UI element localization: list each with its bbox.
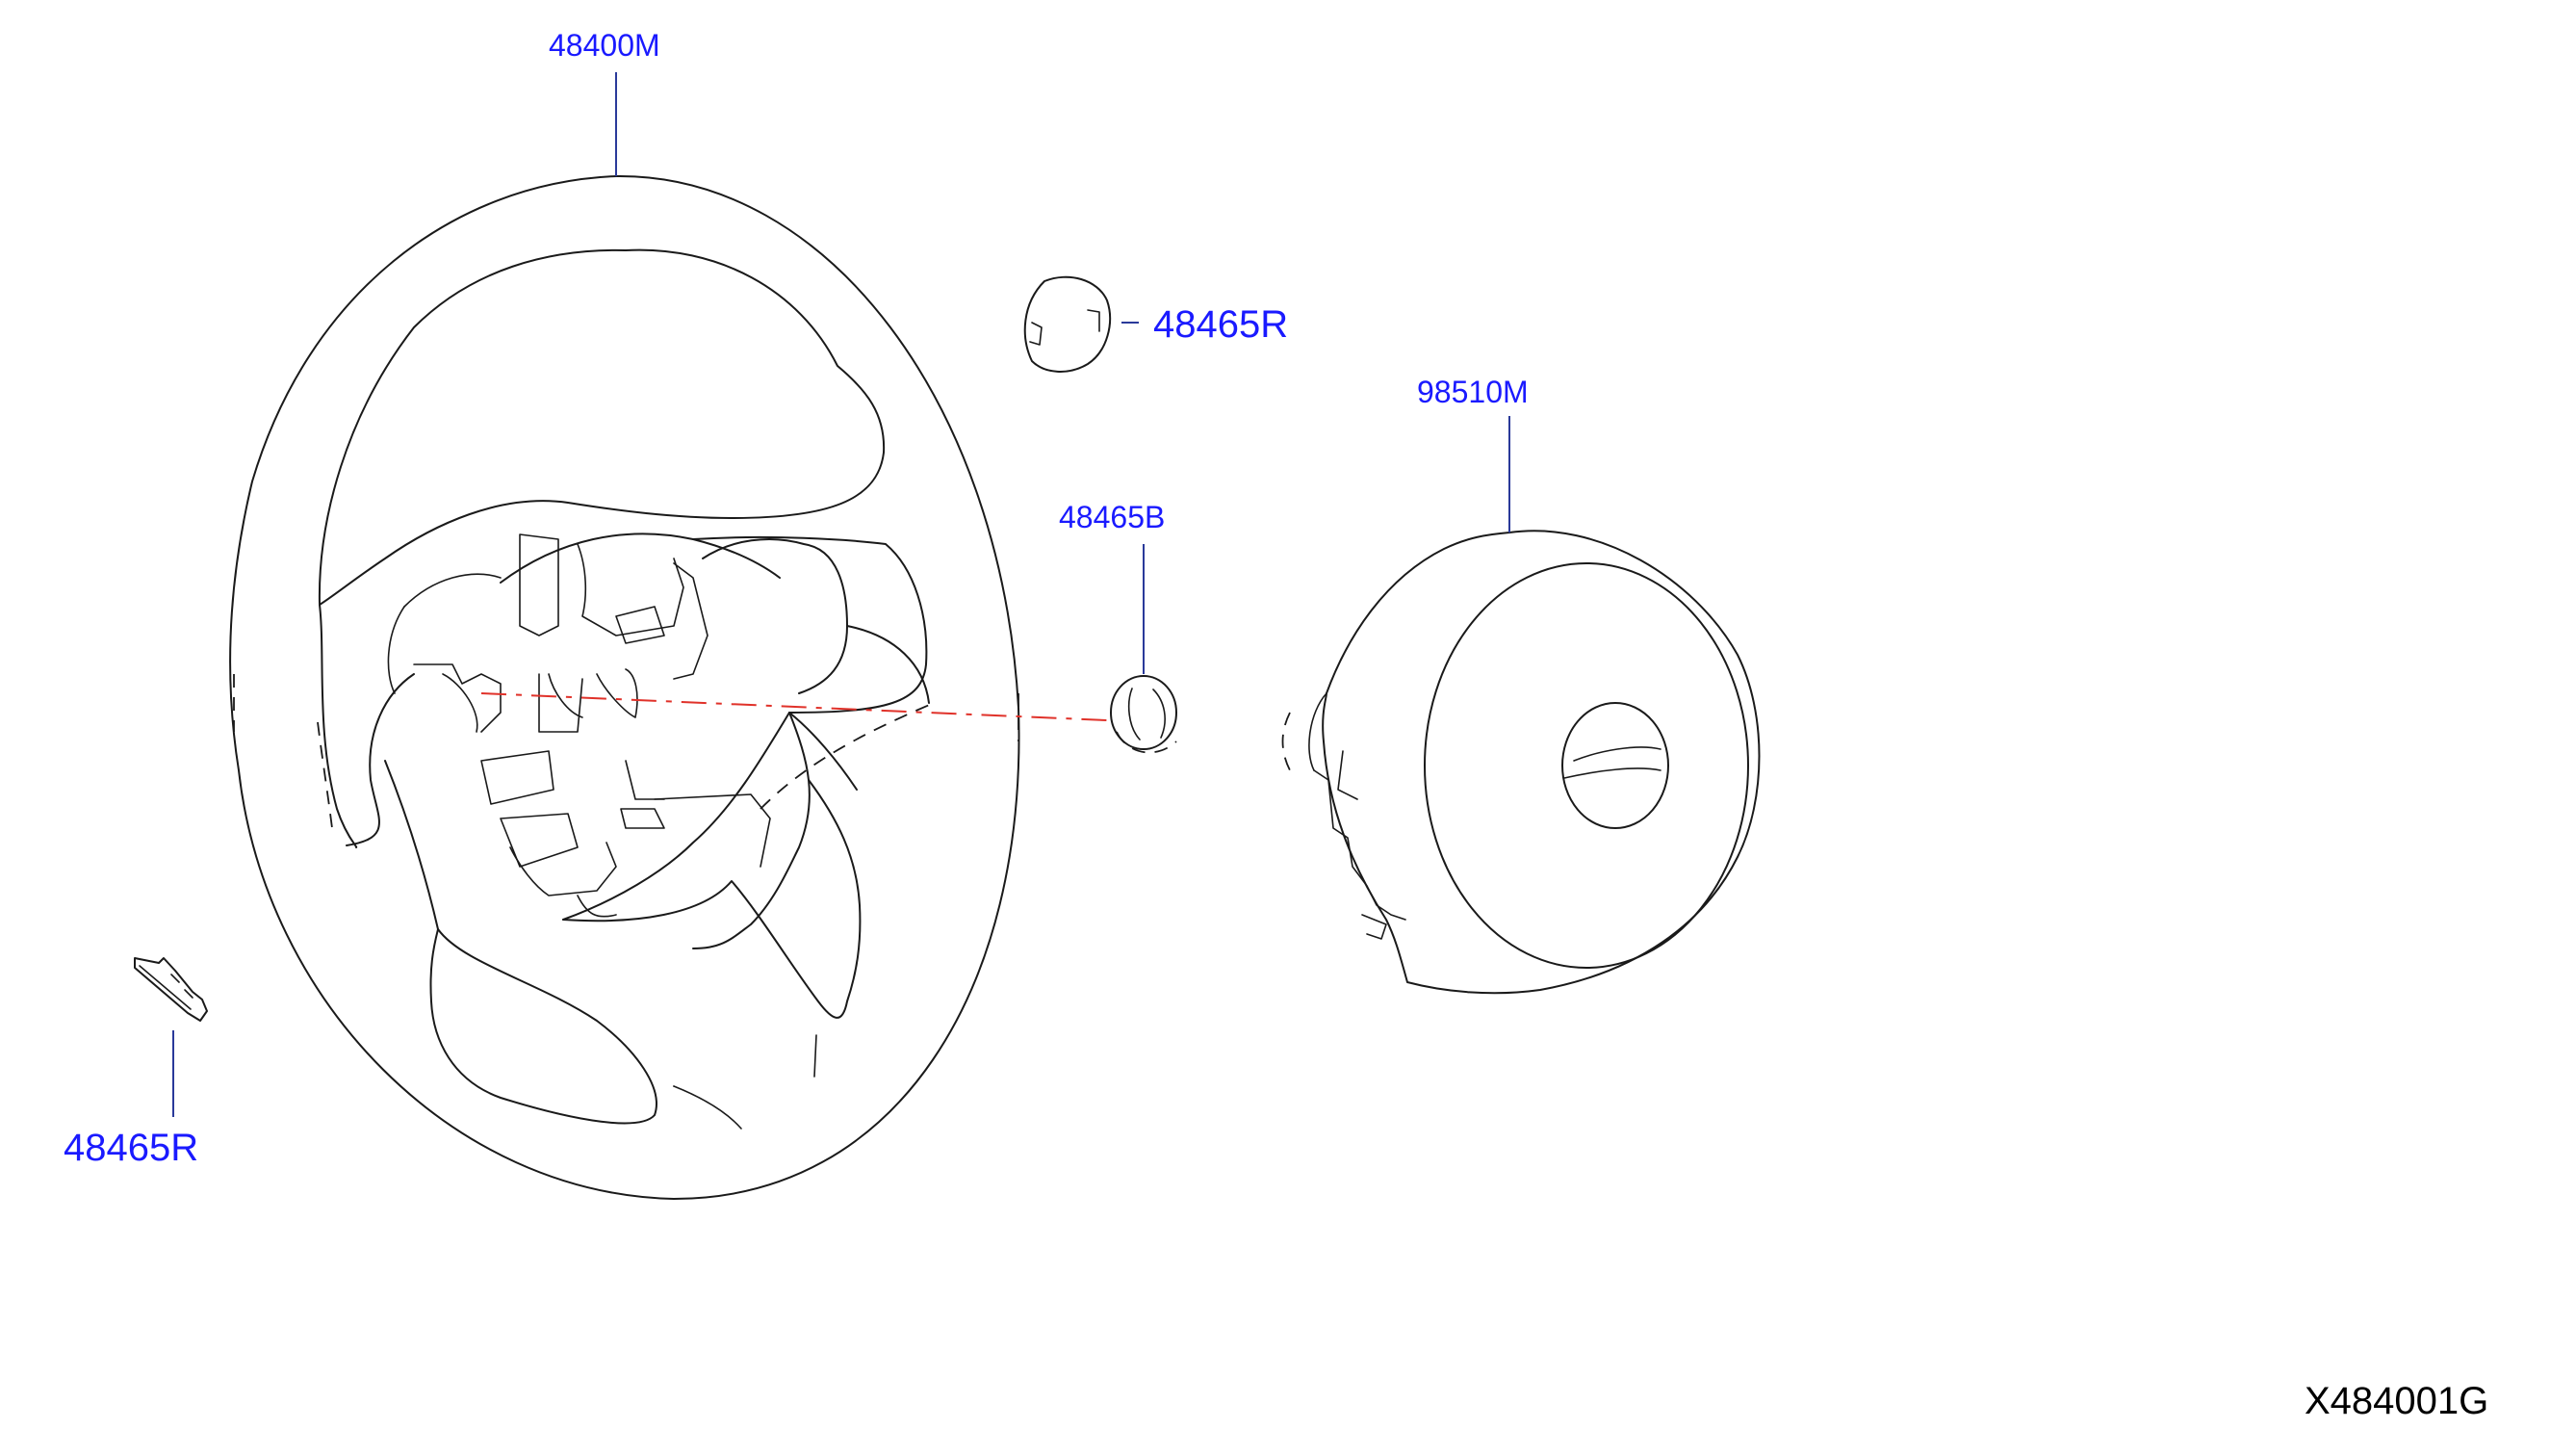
- assembly-centerline: [480, 692, 1108, 721]
- top-cover-illustration: [1023, 275, 1112, 373]
- part-label-center-cap[interactable]: 48465B: [1059, 500, 1165, 534]
- part-label-steering-wheel[interactable]: 48400M: [549, 28, 660, 63]
- part-label-airbag-module[interactable]: 98510M: [1417, 375, 1529, 409]
- bottom-cover-illustration: [134, 957, 208, 1022]
- airbag-module-illustration: [1281, 530, 1761, 995]
- part-label-top-cover[interactable]: 48465R: [1153, 303, 1288, 346]
- center-cap-illustration: [1110, 675, 1177, 754]
- diagram-id: X484001G: [2305, 1380, 2488, 1422]
- part-label-bottom-cover[interactable]: 48465R: [64, 1127, 198, 1169]
- steering-wheel-illustration: [229, 174, 1020, 1200]
